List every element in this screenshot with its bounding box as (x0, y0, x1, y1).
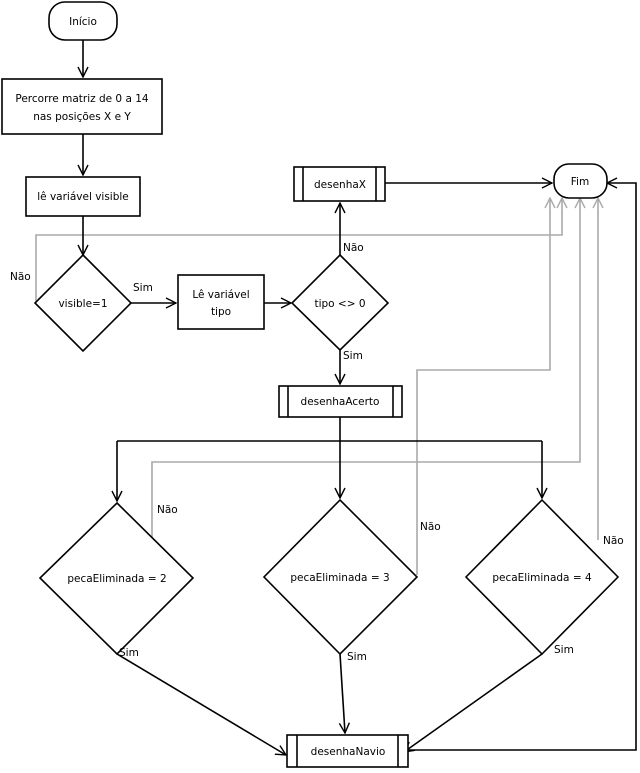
start-terminator (48, 1, 118, 41)
tipo-check-label: tipo <> 0 (314, 298, 365, 310)
tipo-no-label: Não (343, 242, 364, 254)
peca4-no-label: Não (603, 535, 624, 547)
peca2-decision (38, 501, 195, 656)
desenhaAcerto-label: desenhaAcerto (301, 396, 380, 408)
read-tipo-process (177, 274, 265, 330)
tipo-decision (290, 253, 390, 352)
peca2-no-label: Não (157, 504, 178, 516)
tipo-yes-label: Sim (343, 350, 363, 362)
read-tipo-label-line1: Lê variável (192, 289, 249, 301)
read-tipo-label-line2: tipo (211, 306, 231, 318)
loop-process (1, 78, 163, 135)
read-visible-label: lê variável visible (37, 191, 129, 203)
desenhaX-label: desenhaX (314, 179, 366, 191)
end-label: Fim (571, 176, 589, 188)
end-terminator (553, 163, 608, 199)
visible-no-label: Não (10, 271, 31, 283)
read-visible-process (25, 176, 141, 217)
peca3-yes-label: Sim (347, 651, 367, 663)
connector-visible-no-to-fim (35, 198, 562, 302)
desenhaNavio-label: desenhaNavio (311, 746, 386, 758)
connector-peca2-no-to-fim (151, 198, 580, 540)
start-label: Início (69, 16, 97, 28)
connector-peca3-yes (340, 653, 345, 733)
visible-yes-label: Sim (133, 282, 153, 294)
peca4-label: pecaEliminada = 4 (492, 572, 592, 584)
visible-decision (33, 253, 133, 353)
peca3-no-label: Não (420, 521, 441, 533)
peca4-yes-label: Sim (554, 644, 574, 656)
peca3-label: pecaEliminada = 3 (290, 572, 389, 584)
loop-label-line1: Percorre matriz de 0 a 14 (15, 93, 149, 105)
desenhaNavio-subprocess (286, 734, 409, 768)
connector-peca2-yes (116, 653, 286, 755)
loop-label-line2: nas posições X e Y (33, 111, 131, 123)
desenhaAcerto-subprocess (278, 385, 403, 418)
connector-peca3-no-to-fim (416, 198, 550, 575)
connector-peca4-yes (404, 653, 543, 752)
connector-desenhaNavio-to-fim (408, 183, 637, 751)
peca4-decision (464, 498, 620, 656)
peca3-decision (262, 498, 419, 656)
peca2-label: pecaEliminada = 2 (67, 573, 166, 585)
desenhaX-subprocess (293, 166, 386, 202)
peca2-yes-label: Sim (119, 647, 139, 659)
visible-check-label: visible=1 (58, 298, 107, 310)
